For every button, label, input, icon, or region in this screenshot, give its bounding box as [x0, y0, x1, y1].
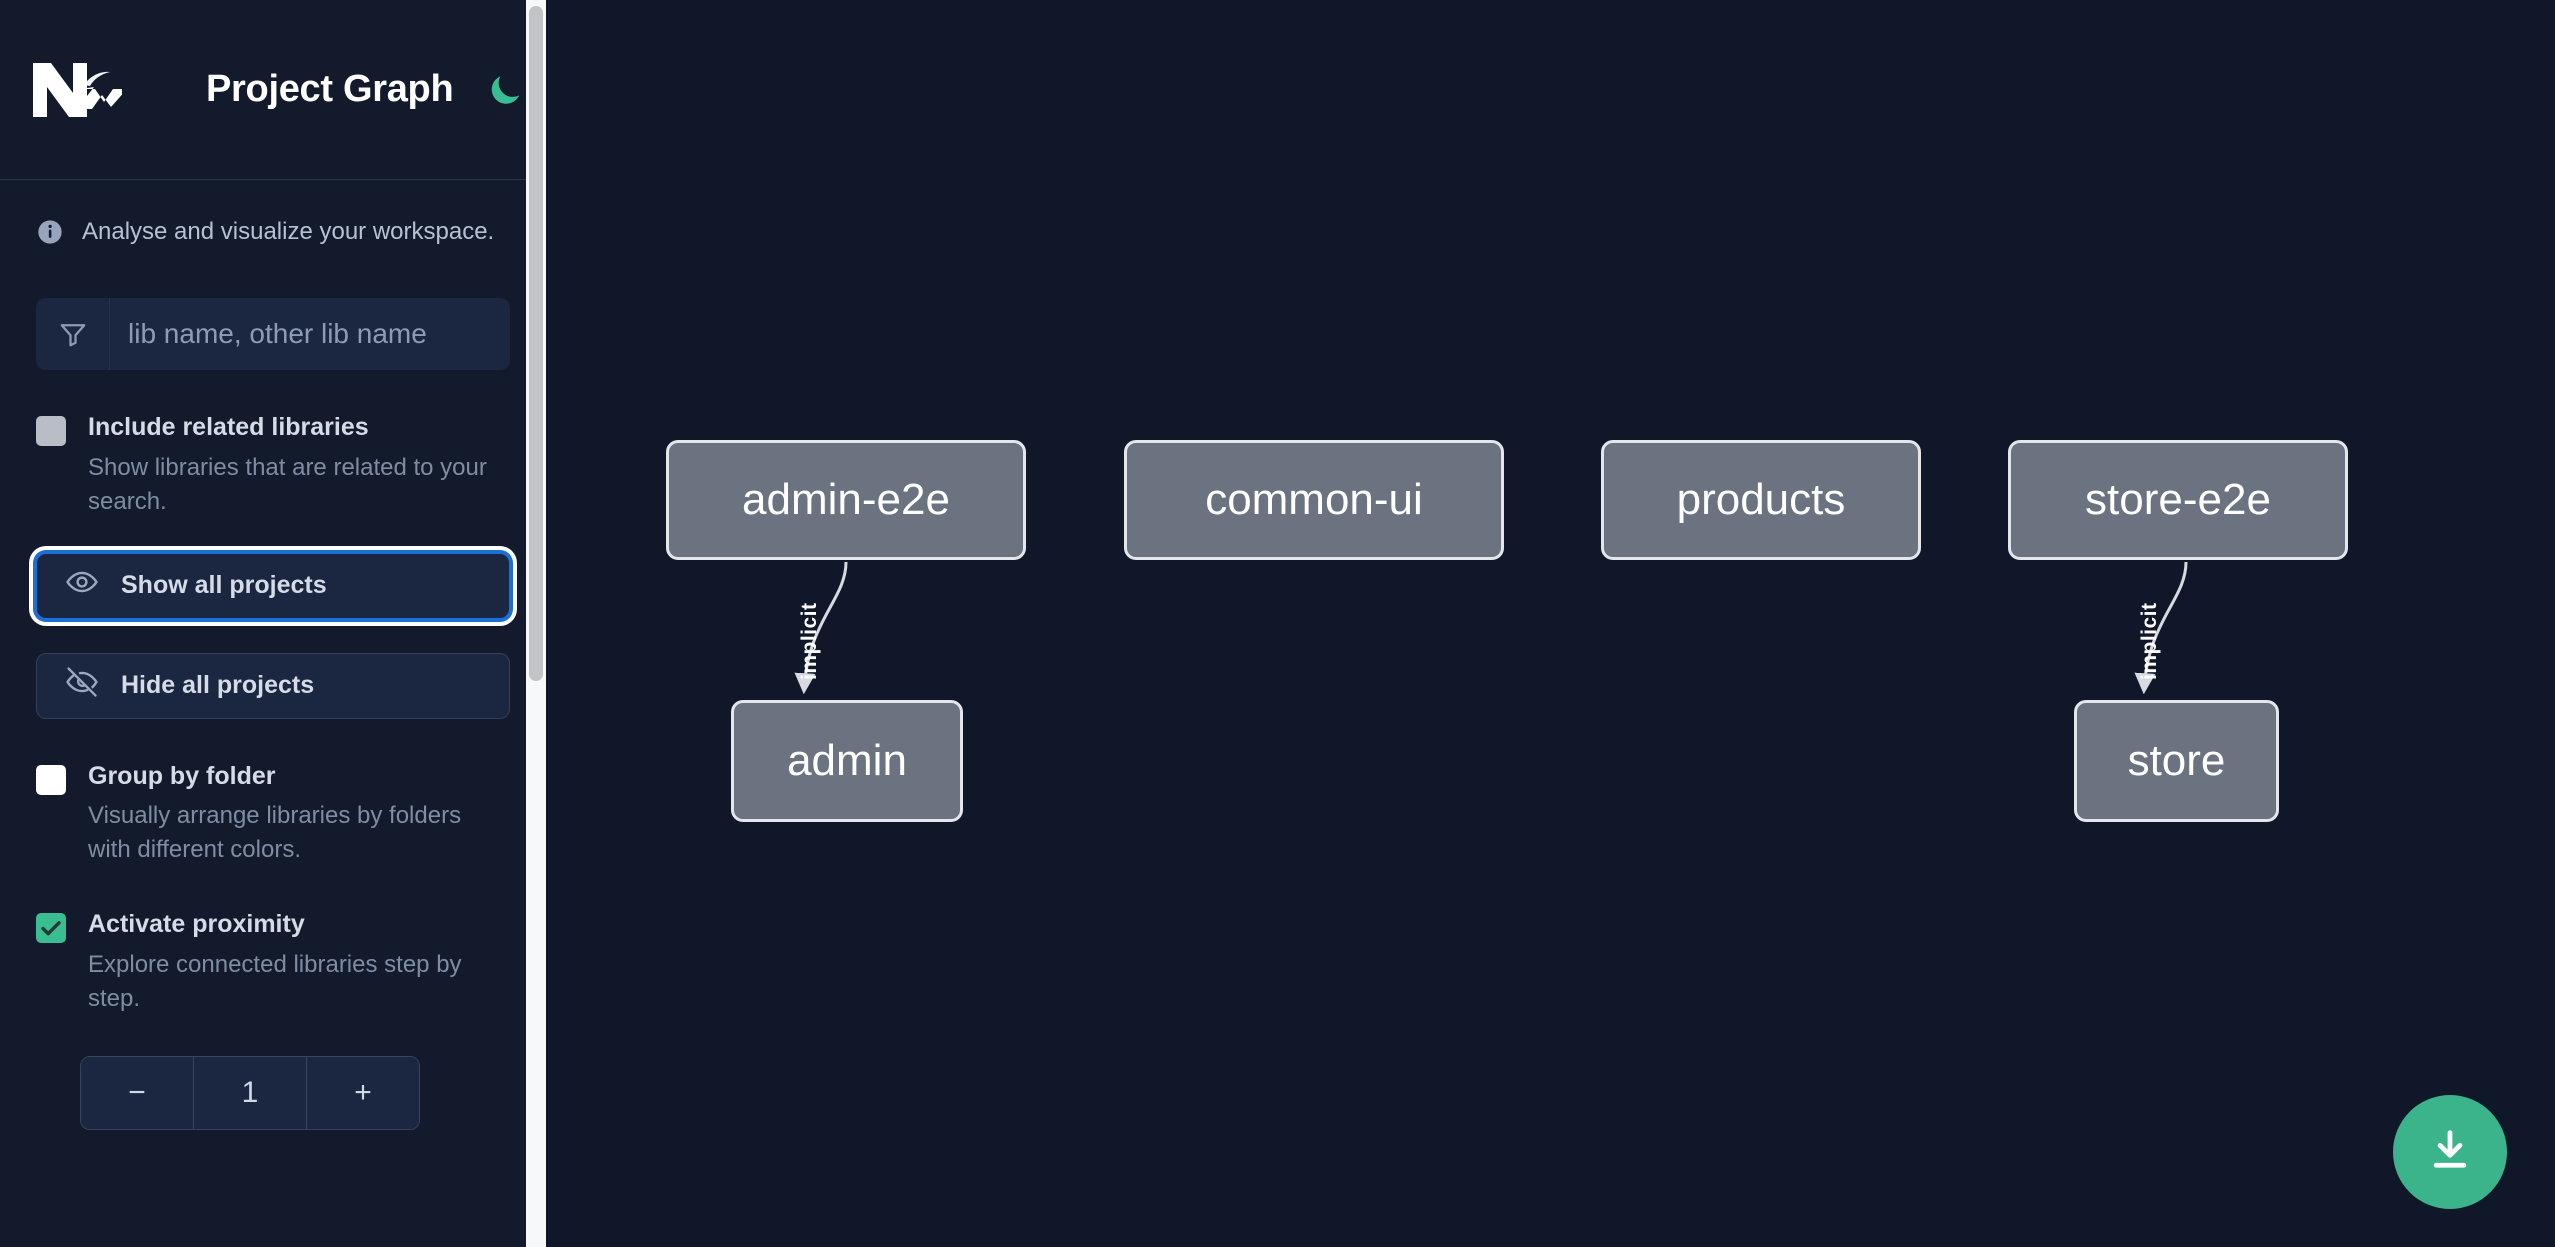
- tagline-text: Analyse and visualize your workspace.: [82, 218, 495, 245]
- edge-label-implicit: implicit: [798, 602, 821, 680]
- eye-off-icon: [65, 665, 99, 706]
- option-description: Show libraries that are related to your …: [88, 453, 487, 515]
- proximity-increment-button[interactable]: +: [307, 1056, 419, 1129]
- sidebar-scrollbar-thumb[interactable]: [529, 6, 543, 681]
- edge-label-implicit: implicit: [2138, 602, 2161, 680]
- graph-node-store-e2e[interactable]: store-e2e: [2008, 440, 2348, 560]
- node-label: store-e2e: [2085, 475, 2271, 524]
- option-activate-proximity[interactable]: Activate proximity Explore connected lib…: [36, 911, 510, 1016]
- node-label: admin-e2e: [742, 475, 950, 524]
- edge-store-e2e-store: [2134, 561, 2188, 695]
- option-label: Activate proximity: [88, 910, 305, 939]
- sidebar-scrollbar[interactable]: [526, 0, 546, 1247]
- graph-node-admin[interactable]: admin: [731, 700, 963, 822]
- download-icon: [2424, 1125, 2476, 1180]
- activate-proximity-checkbox[interactable]: [36, 913, 66, 944]
- option-label: Group by folder: [88, 761, 276, 790]
- sidebar: Project Graph Analyse and visualize your…: [0, 0, 546, 1247]
- node-label: products: [1676, 475, 1846, 524]
- download-graph-button[interactable]: [2393, 1095, 2507, 1209]
- option-label: Include related libraries: [88, 413, 369, 441]
- proximity-decrement-button[interactable]: −: [81, 1056, 193, 1129]
- show-all-projects-button[interactable]: Show all projects: [36, 552, 510, 619]
- sidebar-body: Analyse and visualize your workspace. In…: [0, 180, 546, 1130]
- node-label: admin: [787, 736, 907, 785]
- option-description: Explore connected libraries step by step…: [88, 950, 462, 1012]
- graph-node-store[interactable]: store: [2074, 700, 2279, 822]
- hide-all-projects-label: Hide all projects: [121, 671, 315, 700]
- search-input[interactable]: [110, 298, 510, 370]
- sidebar-header: Project Graph: [0, 0, 546, 180]
- option-group-by-folder[interactable]: Group by folder Visually arrange librari…: [36, 761, 510, 868]
- info-icon: [36, 218, 64, 246]
- option-include-related-libraries[interactable]: Include related libraries Show libraries…: [36, 413, 510, 519]
- graph-node-admin-e2e[interactable]: admin-e2e: [666, 440, 1026, 560]
- search-field[interactable]: [36, 298, 510, 370]
- hide-all-projects-button[interactable]: Hide all projects: [36, 652, 510, 719]
- moon-icon[interactable]: [483, 68, 527, 112]
- page-title: Project Graph: [206, 68, 454, 110]
- filter-icon: [36, 298, 110, 370]
- proximity-stepper[interactable]: − 1 +: [80, 1055, 420, 1130]
- nx-logo-icon: [26, 59, 127, 121]
- node-label: store: [2127, 736, 2226, 785]
- edge-admin-e2e-admin: [794, 561, 848, 695]
- node-label: common-ui: [1205, 475, 1423, 524]
- graph-canvas[interactable]: admin-e2e common-ui products store-e2e a…: [546, 0, 2555, 1247]
- tagline: Analyse and visualize your workspace.: [36, 180, 510, 246]
- include-related-libraries-checkbox[interactable]: [36, 416, 66, 446]
- graph-node-products[interactable]: products: [1601, 440, 1921, 560]
- graph-node-common-ui[interactable]: common-ui: [1124, 440, 1504, 560]
- show-all-projects-label: Show all projects: [121, 571, 327, 600]
- group-by-folder-checkbox[interactable]: [36, 764, 66, 795]
- proximity-value: 1: [193, 1056, 307, 1129]
- option-description: Visually arrange libraries by folders wi…: [88, 802, 462, 864]
- graph-edges: [794, 561, 2188, 695]
- eye-icon: [65, 565, 99, 606]
